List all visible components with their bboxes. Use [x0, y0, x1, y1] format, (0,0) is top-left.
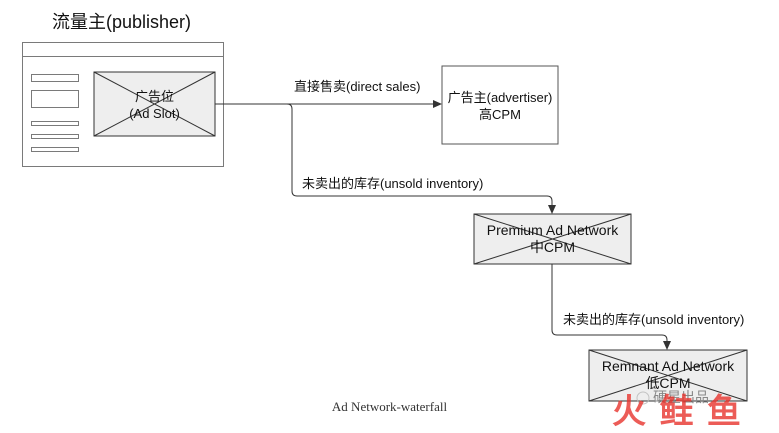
- ad-slot-label-line2: (Ad Slot): [129, 106, 180, 121]
- unsold-arrow-2: [551, 264, 671, 350]
- direct-sales-label: 直接售卖(direct sales): [294, 79, 421, 94]
- premium-network-box: [473, 213, 632, 265]
- sidebar-line: [31, 74, 79, 82]
- publisher-title: 流量主(publisher): [52, 12, 192, 32]
- unsold-inventory-label-1: 未卖出的库存(unsold inventory): [302, 176, 484, 191]
- ad-slot-label-line1: 广告位: [134, 89, 174, 104]
- unsold-arrow-1: [286, 103, 556, 214]
- advertiser-label-line2: 高CPM: [479, 107, 521, 122]
- watermark-logo: [636, 391, 650, 405]
- text-line: [31, 121, 79, 126]
- text-line: [31, 147, 79, 152]
- remnant-network-label-line2: 低CPM: [645, 375, 691, 391]
- premium-network-label-line2: 中CPM: [529, 239, 576, 255]
- ad-slot-box: [93, 71, 216, 137]
- figure-caption: Ad Network-waterfall: [331, 399, 448, 414]
- watermark-text: 硬星出品: [653, 389, 709, 405]
- unsold-inventory-label-2: 未卖出的库存(unsold inventory): [563, 312, 745, 327]
- remnant-network-label: Remnant Ad Network 低CPM: [589, 358, 747, 392]
- text-line: [31, 134, 79, 139]
- advertiser-label: 广告主(advertiser) 高CPM: [442, 89, 558, 123]
- premium-network-label-line1: Premium Ad Network: [486, 222, 619, 238]
- ad-slot-label: 广告位 (Ad Slot): [94, 88, 215, 122]
- page-header-bar: [23, 43, 223, 57]
- advertiser-label-line1: 广告主(advertiser): [447, 90, 553, 105]
- remnant-network-label-line1: Remnant Ad Network: [601, 358, 735, 374]
- remnant-network-box: [588, 349, 748, 402]
- premium-network-label: Premium Ad Network 中CPM: [474, 222, 631, 256]
- advertiser-box: [441, 65, 559, 145]
- watermark-brand: 火 鲑 鱼: [612, 393, 743, 431]
- sidebar-block: [31, 90, 79, 108]
